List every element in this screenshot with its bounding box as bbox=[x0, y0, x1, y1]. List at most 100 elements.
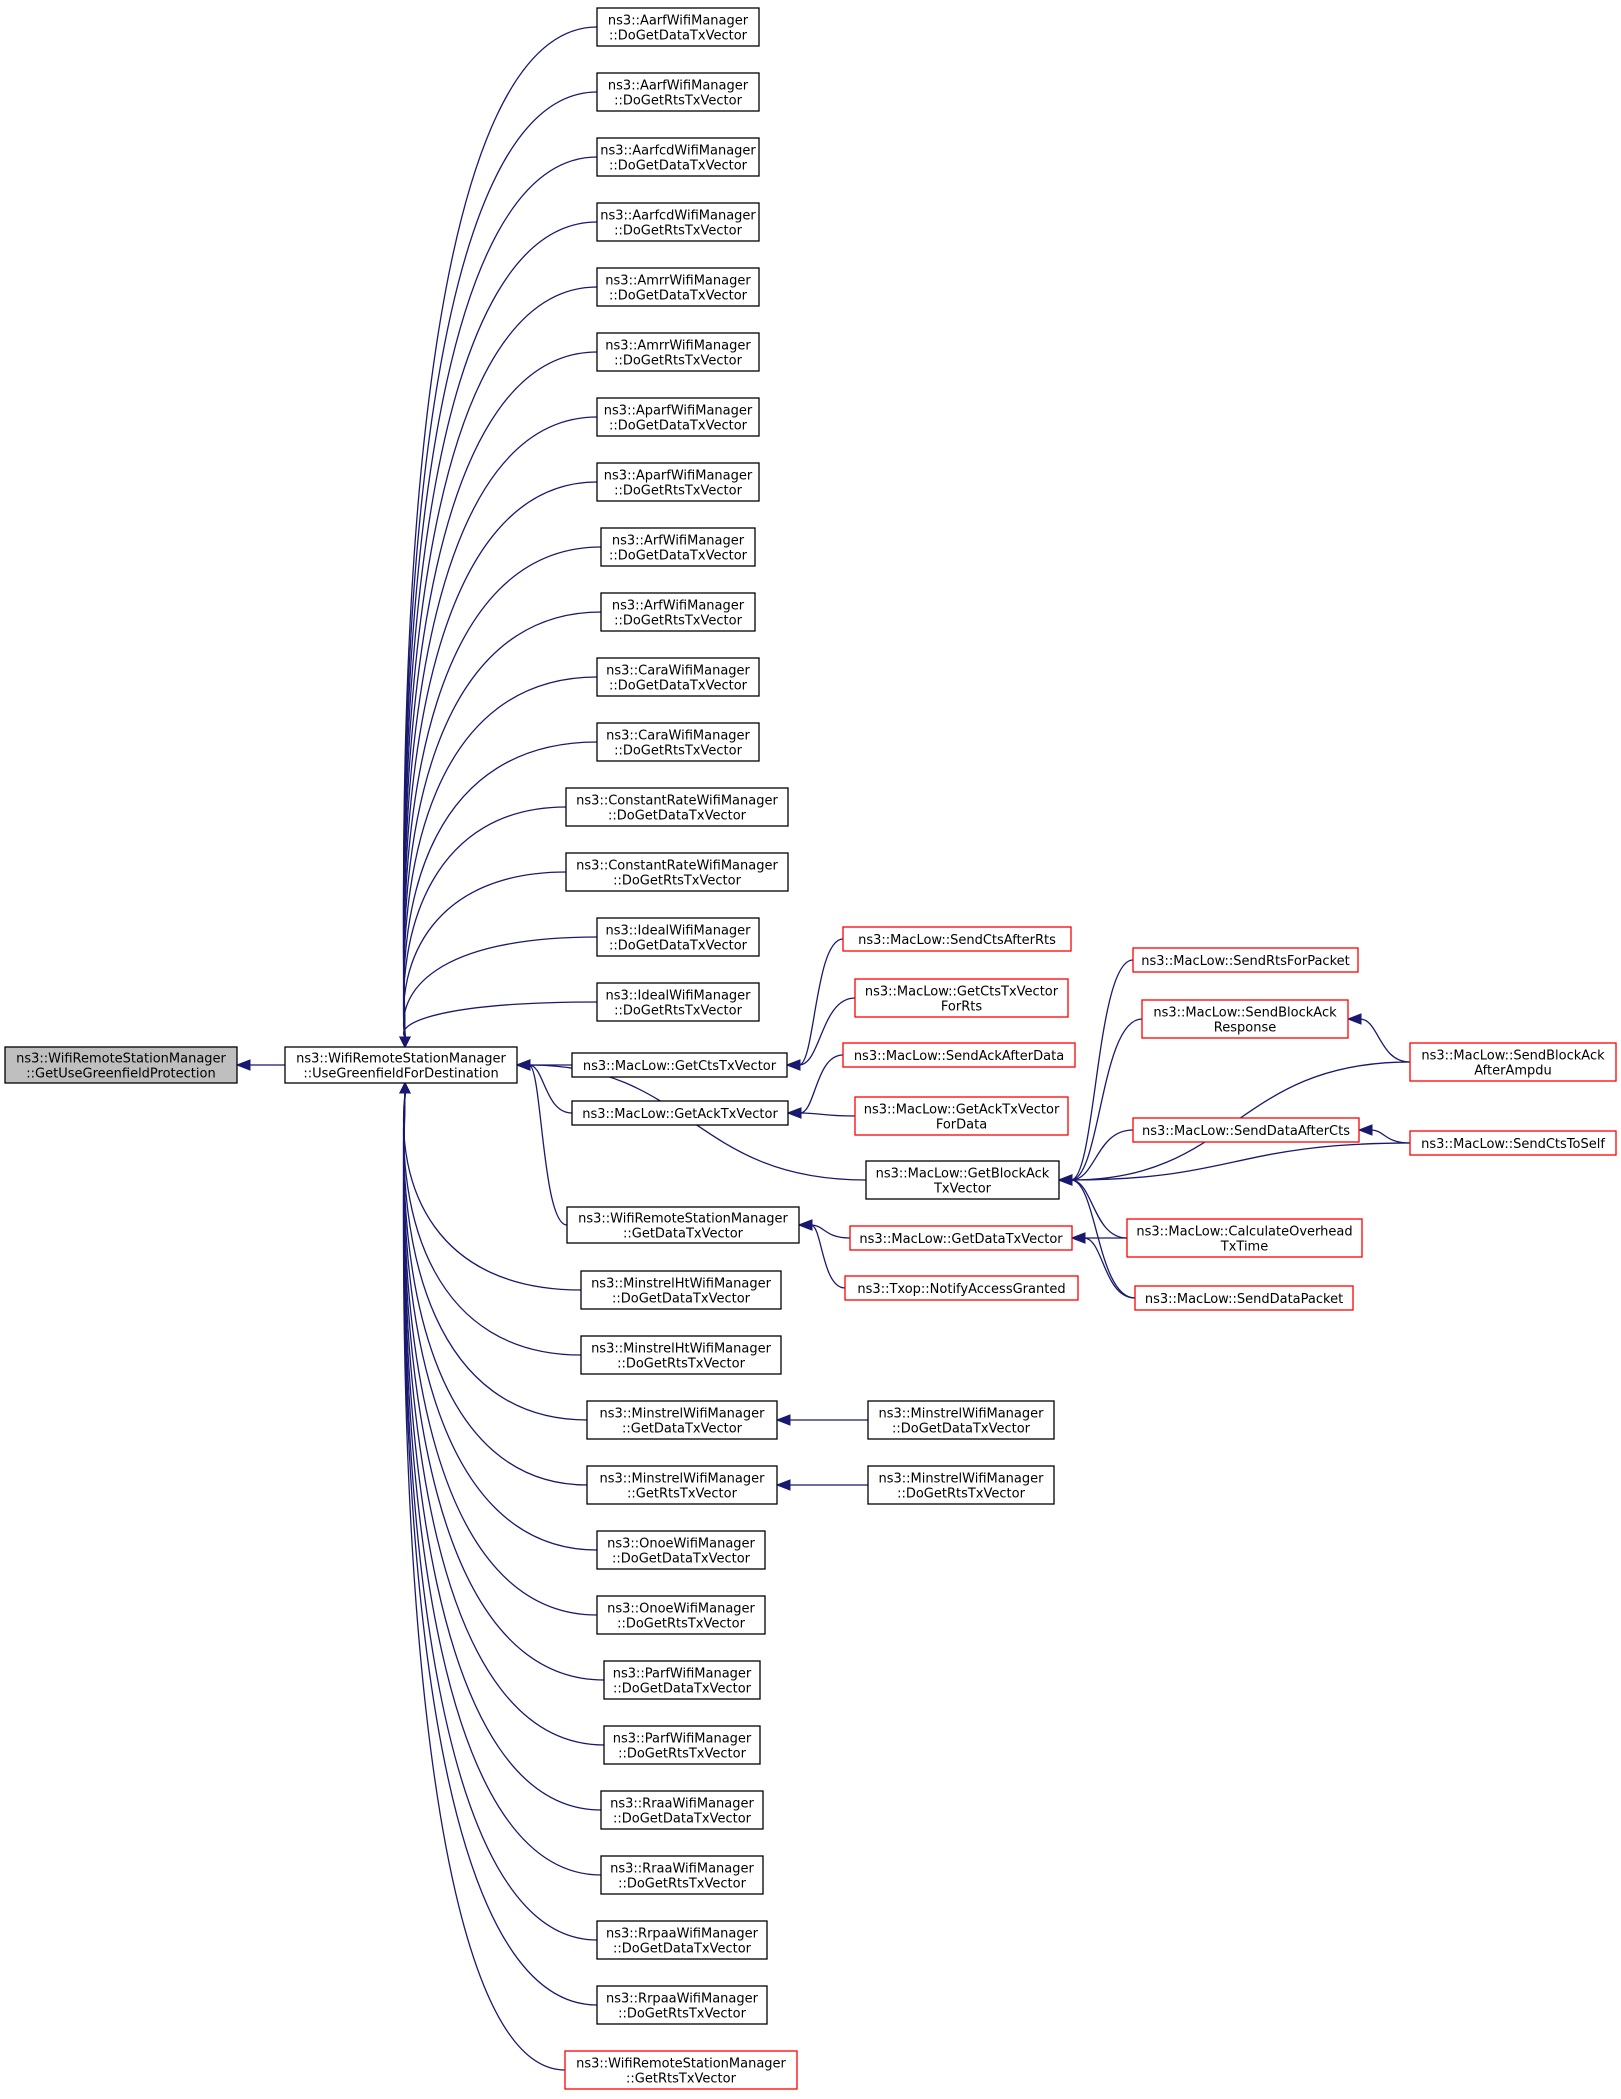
node-root[interactable]: ns3::WifiRemoteStationManager::GetUseGre… bbox=[4, 1046, 238, 1084]
node-getcts[interactable]: ns3::MacLow::GetCtsTxVector bbox=[571, 1052, 788, 1078]
node-const-data[interactable]: ns3::ConstantRateWifiManager::DoGetDataT… bbox=[565, 787, 789, 827]
edge-txop_notify-to-wrsm_getdata bbox=[810, 1224, 846, 1289]
node-label: ns3::WifiRemoteStationManager bbox=[578, 1212, 788, 1227]
node-aparf-rts[interactable]: ns3::AparfWifiManager::DoGetRtsTxVector bbox=[596, 462, 760, 502]
node-mht-data[interactable]: ns3::MinstrelHtWifiManager::DoGetDataTxV… bbox=[580, 1270, 782, 1310]
node-sendctstoself[interactable]: ns3::MacLow::SendCtsToSelf bbox=[1409, 1130, 1617, 1156]
node-label: ns3::ArfWifiManager bbox=[612, 599, 745, 614]
node-onoe-data[interactable]: ns3::OnoeWifiManager::DoGetDataTxVector bbox=[596, 1530, 766, 1570]
node-box bbox=[600, 527, 756, 567]
node-amrr-data[interactable]: ns3::AmrrWifiManager::DoGetDataTxVector bbox=[596, 267, 760, 307]
node-rraa-rts[interactable]: ns3::RraaWifiManager::DoGetRtsTxVector bbox=[600, 1855, 764, 1895]
node-box bbox=[596, 722, 760, 762]
node-parf-data[interactable]: ns3::ParfWifiManager::DoGetDataTxVector bbox=[603, 1660, 761, 1700]
node-sendrtsforpacket[interactable]: ns3::MacLow::SendRtsForPacket bbox=[1132, 947, 1359, 973]
node-rrpaa-rts[interactable]: ns3::RrpaaWifiManager::DoGetRtsTxVector bbox=[596, 1985, 768, 2025]
node-box bbox=[1141, 999, 1349, 1039]
node-box bbox=[580, 1270, 782, 1310]
arrowhead bbox=[515, 1059, 531, 1071]
arrowhead bbox=[775, 1414, 791, 1426]
node-ideal-rts[interactable]: ns3::IdealWifiManager::DoGetRtsTxVector bbox=[596, 982, 760, 1022]
node-box bbox=[865, 1160, 1060, 1200]
edge-sendblockackresp-to-getblockack bbox=[1070, 1018, 1143, 1181]
node-sendackafterdata[interactable]: ns3::MacLow::SendAckAfterData bbox=[842, 1042, 1076, 1068]
node-label: ns3::Txop::NotifyAccessGranted bbox=[857, 1282, 1065, 1297]
node-senddatapacket[interactable]: ns3::MacLow::SendDataPacket bbox=[1134, 1285, 1354, 1311]
node-min-getdata[interactable]: ns3::MinstrelWifiManager::GetDataTxVecto… bbox=[586, 1400, 778, 1440]
node-label: TxVector bbox=[933, 1182, 992, 1197]
node-label: ::DoGetRtsTxVector bbox=[618, 1747, 747, 1762]
node-cara-data[interactable]: ns3::CaraWifiManager::DoGetDataTxVector bbox=[596, 657, 760, 697]
node-label: ::DoGetRtsTxVector bbox=[617, 1617, 746, 1632]
node-label: ::DoGetDataTxVector bbox=[609, 159, 748, 174]
node-parf-rts[interactable]: ns3::ParfWifiManager::DoGetRtsTxVector bbox=[603, 1725, 761, 1765]
node-label: ns3::CaraWifiManager bbox=[606, 729, 750, 744]
node-senddataaftercts[interactable]: ns3::MacLow::SendDataAfterCts bbox=[1132, 1117, 1360, 1143]
node-label: ::DoGetRtsTxVector bbox=[618, 1877, 747, 1892]
node-box bbox=[596, 1985, 768, 2025]
node-box bbox=[1132, 947, 1359, 973]
node-label: ::DoGetDataTxVector bbox=[608, 809, 747, 824]
node-txop-notify[interactable]: ns3::Txop::NotifyAccessGranted bbox=[844, 1275, 1079, 1301]
node-aparf-data[interactable]: ns3::AparfWifiManager::DoGetDataTxVector bbox=[596, 397, 760, 437]
node-label: ns3::AarfcdWifiManager bbox=[600, 144, 756, 159]
node-box bbox=[596, 657, 760, 697]
node-amrr-rts[interactable]: ns3::AmrrWifiManager::DoGetRtsTxVector bbox=[596, 332, 760, 372]
edge-senddatapacket-to-getblockack bbox=[1070, 1179, 1136, 1299]
node-label: ::GetRtsTxVector bbox=[627, 1487, 738, 1502]
node-min-getrts[interactable]: ns3::MinstrelWifiManager::GetRtsTxVector bbox=[586, 1465, 778, 1505]
node-label: ::GetUseGreenfieldProtection bbox=[26, 1067, 215, 1082]
node-label: ns3::WifiRemoteStationManager bbox=[16, 1052, 226, 1067]
node-box bbox=[564, 2050, 798, 2090]
node-wrsm-getrts[interactable]: ns3::WifiRemoteStationManager::GetRtsTxV… bbox=[564, 2050, 798, 2090]
node-maclow-getdata[interactable]: ns3::MacLow::GetDataTxVector bbox=[849, 1225, 1073, 1251]
edge-sendrtsforpacket-to-getblockack bbox=[1070, 959, 1134, 1181]
node-wrsm-getdata[interactable]: ns3::WifiRemoteStationManager::GetDataTx… bbox=[566, 1206, 800, 1244]
node-label: ::DoGetDataTxVector bbox=[613, 1942, 752, 1957]
node-onoe-rts[interactable]: ns3::OnoeWifiManager::DoGetRtsTxVector bbox=[596, 1595, 766, 1635]
node-label: ::DoGetDataTxVector bbox=[892, 1422, 1031, 1437]
node-box bbox=[596, 267, 760, 307]
node-ideal-data[interactable]: ns3::IdealWifiManager::DoGetDataTxVector bbox=[596, 917, 760, 957]
node-minst-dorts[interactable]: ns3::MinstrelWifiManager::DoGetRtsTxVect… bbox=[867, 1465, 1055, 1505]
node-label: ::DoGetRtsTxVector bbox=[614, 224, 743, 239]
node-label: ::DoGetRtsTxVector bbox=[614, 94, 743, 109]
node-label: ::DoGetRtsTxVector bbox=[614, 1004, 743, 1019]
node-aarfcd-rts[interactable]: ns3::AarfcdWifiManager::DoGetRtsTxVector bbox=[596, 202, 760, 242]
node-box bbox=[867, 1465, 1055, 1505]
node-rrpaa-data[interactable]: ns3::RrpaaWifiManager::DoGetDataTxVector bbox=[596, 1920, 768, 1960]
node-label: ::DoGetDataTxVector bbox=[609, 549, 748, 564]
node-box bbox=[596, 137, 760, 177]
arrowhead bbox=[797, 1219, 813, 1231]
node-cara-rts[interactable]: ns3::CaraWifiManager::DoGetRtsTxVector bbox=[596, 722, 760, 762]
node-ugfd[interactable]: ns3::WifiRemoteStationManager::UseGreenf… bbox=[284, 1046, 518, 1084]
node-minst-dodata[interactable]: ns3::MinstrelWifiManager::DoGetDataTxVec… bbox=[867, 1400, 1055, 1440]
node-label: ::DoGetDataTxVector bbox=[612, 1552, 751, 1567]
node-arf-data[interactable]: ns3::ArfWifiManager::DoGetDataTxVector bbox=[600, 527, 756, 567]
node-mht-rts[interactable]: ns3::MinstrelHtWifiManager::DoGetRtsTxVe… bbox=[580, 1335, 782, 1375]
node-label: ns3::MacLow::SendBlockAck bbox=[1421, 1049, 1605, 1064]
node-arf-rts[interactable]: ns3::ArfWifiManager::DoGetRtsTxVector bbox=[600, 592, 756, 632]
node-const-rts[interactable]: ns3::ConstantRateWifiManager::DoGetRtsTx… bbox=[565, 852, 789, 892]
arrowhead bbox=[399, 1036, 411, 1049]
node-box bbox=[603, 1725, 761, 1765]
node-label: ns3::RrpaaWifiManager bbox=[606, 1927, 759, 1942]
node-sendctsafterrts[interactable]: ns3::MacLow::SendCtsAfterRts bbox=[842, 926, 1072, 952]
node-getack[interactable]: ns3::MacLow::GetAckTxVector bbox=[571, 1100, 789, 1126]
node-aarf-rts[interactable]: ns3::AarfWifiManager::DoGetRtsTxVector bbox=[596, 72, 760, 112]
node-aarf-data[interactable]: ns3::AarfWifiManager::DoGetDataTxVector bbox=[596, 7, 760, 47]
node-label: ::DoGetDataTxVector bbox=[613, 1812, 752, 1827]
node-box bbox=[596, 1595, 766, 1635]
node-rraa-data[interactable]: ns3::RraaWifiManager::DoGetDataTxVector bbox=[600, 1790, 764, 1830]
node-aarfcd-data[interactable]: ns3::AarfcdWifiManager::DoGetDataTxVecto… bbox=[596, 137, 760, 177]
node-label: ns3::MacLow::SendCtsAfterRts bbox=[858, 933, 1056, 948]
node-box bbox=[1409, 1042, 1617, 1082]
node-label: ns3::MacLow::SendDataAfterCts bbox=[1142, 1124, 1350, 1139]
